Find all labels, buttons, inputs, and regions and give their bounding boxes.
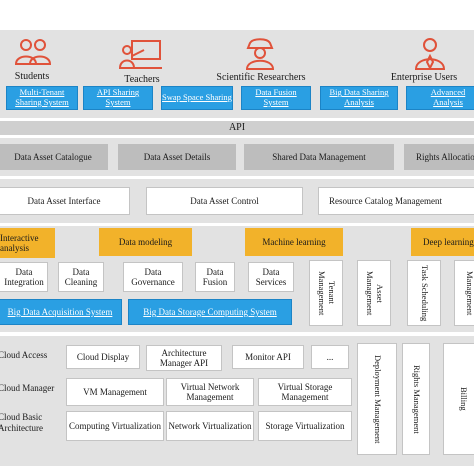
deployment-management-label: Deployment Management [372, 354, 383, 444]
data-governance: Data Governance [123, 262, 183, 292]
app-big-data-sharing: Big Data Sharing Analysis [320, 86, 398, 110]
machine-learning: Machine learning [245, 228, 343, 256]
billing: Billing [443, 343, 474, 455]
data-integration: Data Integration [0, 262, 48, 292]
app-api-sharing: API Sharing System [83, 86, 153, 110]
row-label-cloud-basic: Cloud Basic Architecture [0, 412, 43, 433]
row-label-cloud-manager: Cloud Manager [0, 383, 55, 393]
teacher-icon [118, 38, 164, 70]
data-services: Data Services [248, 262, 294, 292]
more-ellipsis: ... [311, 345, 349, 369]
vm-management: VM Management [66, 378, 164, 406]
researcher-icon [242, 36, 278, 70]
data-asset-details: Data Asset Details [118, 144, 236, 170]
user-label-students: Students [14, 71, 50, 82]
storage-virtualization: Storage Virtualization [258, 411, 352, 441]
virtual-network-management: Virtual Network Management [166, 378, 254, 406]
network-virtualization: Network Virtualization [166, 411, 254, 441]
rights-allocation: Rights Allocation [404, 144, 474, 170]
user-label-researchers: Scientific Researchers [216, 72, 306, 83]
app-multi-tenant: Multi-Tenant Sharing System [6, 86, 78, 110]
resource-catalog-management: Resource Catalog Management [318, 187, 474, 215]
app-advanced-analysis: Advanced Analysis [406, 86, 474, 110]
shared-data-management: Shared Data Management [244, 144, 394, 170]
data-asset-interface: Data Asset Interface [0, 187, 130, 215]
cloud-display: Cloud Display [66, 345, 140, 369]
asset-management-label: Asset Management [365, 270, 385, 316]
deployment-management: Deployment Management [357, 343, 397, 455]
task-scheduling: Task Scheduling [407, 260, 441, 326]
monitor-api: Monitor API [232, 345, 304, 369]
app-data-fusion: Data Fusion System [241, 86, 311, 110]
virtual-storage-management: Virtual Storage Management [258, 378, 352, 406]
data-asset-catalogue: Data Asset Catalogue [0, 144, 108, 170]
enterprise-user-icon [412, 36, 448, 70]
asset-management: Asset Management [357, 260, 391, 326]
data-cleaning: Data Cleaning [58, 262, 104, 292]
rights-management-label: Rights Management [411, 364, 422, 434]
data-asset-control: Data Asset Control [146, 187, 303, 215]
api-label: API [228, 122, 246, 134]
rights-management: Rights Management [402, 343, 430, 455]
app-swap-space: Swap Space Sharing [161, 86, 233, 110]
management-column: Management [454, 260, 474, 326]
big-data-acquisition-system: Big Data Acquisition System [0, 299, 122, 325]
data-fusion: Data Fusion [195, 262, 235, 292]
tenant-management: Tenant Management [309, 260, 343, 326]
row-label-cloud-access: Cloud Access [0, 350, 48, 360]
api-band [0, 121, 474, 135]
task-scheduling-label: Task Scheduling [419, 264, 430, 322]
data-modeling: Data modeling [99, 228, 192, 256]
big-data-storage-computing-system: Big Data Storage Computing System [128, 299, 292, 325]
deep-learning: Deep learning [411, 228, 474, 256]
computing-virtualization: Computing Virtualization [66, 411, 164, 441]
management-column-label: Management [464, 270, 474, 316]
interactive-analysis: Interactive analysis [0, 228, 55, 258]
user-label-teachers: Teachers [124, 74, 160, 85]
architecture-manager-api: Architecture Manager API [146, 345, 222, 371]
billing-label: Billing [458, 387, 469, 411]
user-label-enterprise: Enterprise Users [390, 72, 458, 83]
students-icon [13, 36, 53, 68]
tenant-management-label: Tenant Management [317, 270, 337, 316]
